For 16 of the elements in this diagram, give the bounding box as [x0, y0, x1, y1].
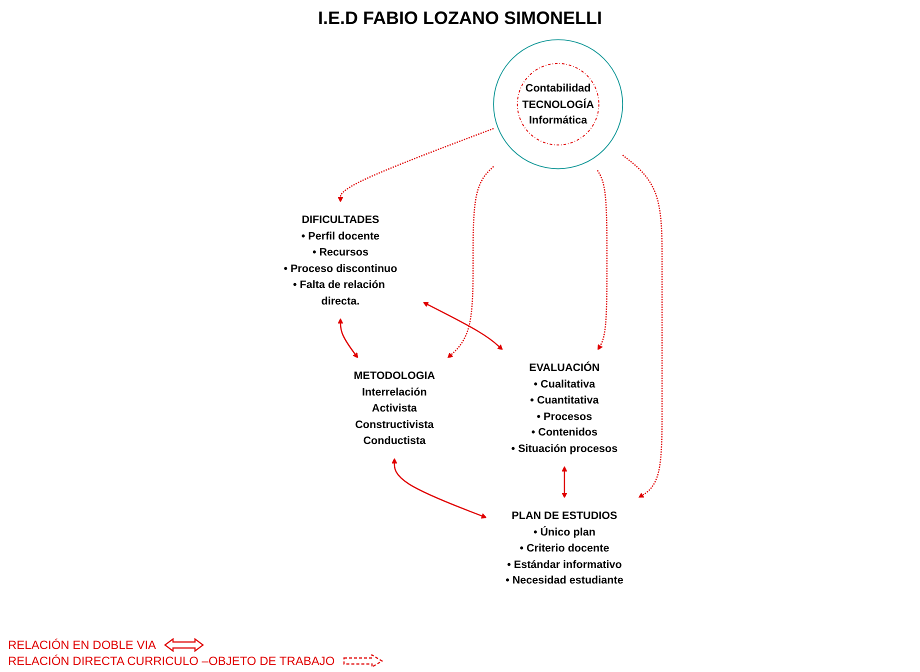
- arrow: [447, 166, 494, 358]
- legend-text: RELACIÓN EN DOBLE VIA: [8, 638, 156, 652]
- legend-text: RELACIÓN DIRECTA CURRICULO –OBJETO DE TRABAJO: [8, 654, 335, 668]
- node-text: DIFICULTADES • Perfil docente • Recursos • Proceso discontinuo • Falta de relación directa.: [284, 214, 398, 307]
- arrow: [596, 170, 608, 350]
- node-text: METODOLOGIA Interrelación Activista Constructivista Conductista: [354, 370, 436, 446]
- arrow: [622, 154, 663, 498]
- arrow: [338, 128, 494, 202]
- arrow: [392, 458, 487, 519]
- node-text: PLAN DE ESTUDIOS • Único plan • Criterio docente • Estándar informativo • Necesidad estudiante: [506, 509, 624, 586]
- arrow: [422, 302, 503, 350]
- arrow: [562, 466, 568, 498]
- node-text: EVALUACIÓN • Cualitativa • Cuantitativa • Procesos • Contenidos • Situación procesos: [511, 361, 618, 454]
- node-circle: Contabilidad TECNOLOGÍA Informática: [516, 63, 600, 146]
- diagram-title: I.E.D FABIO LOZANO SIMONELLI: [316, 8, 603, 29]
- arrow: [338, 318, 358, 358]
